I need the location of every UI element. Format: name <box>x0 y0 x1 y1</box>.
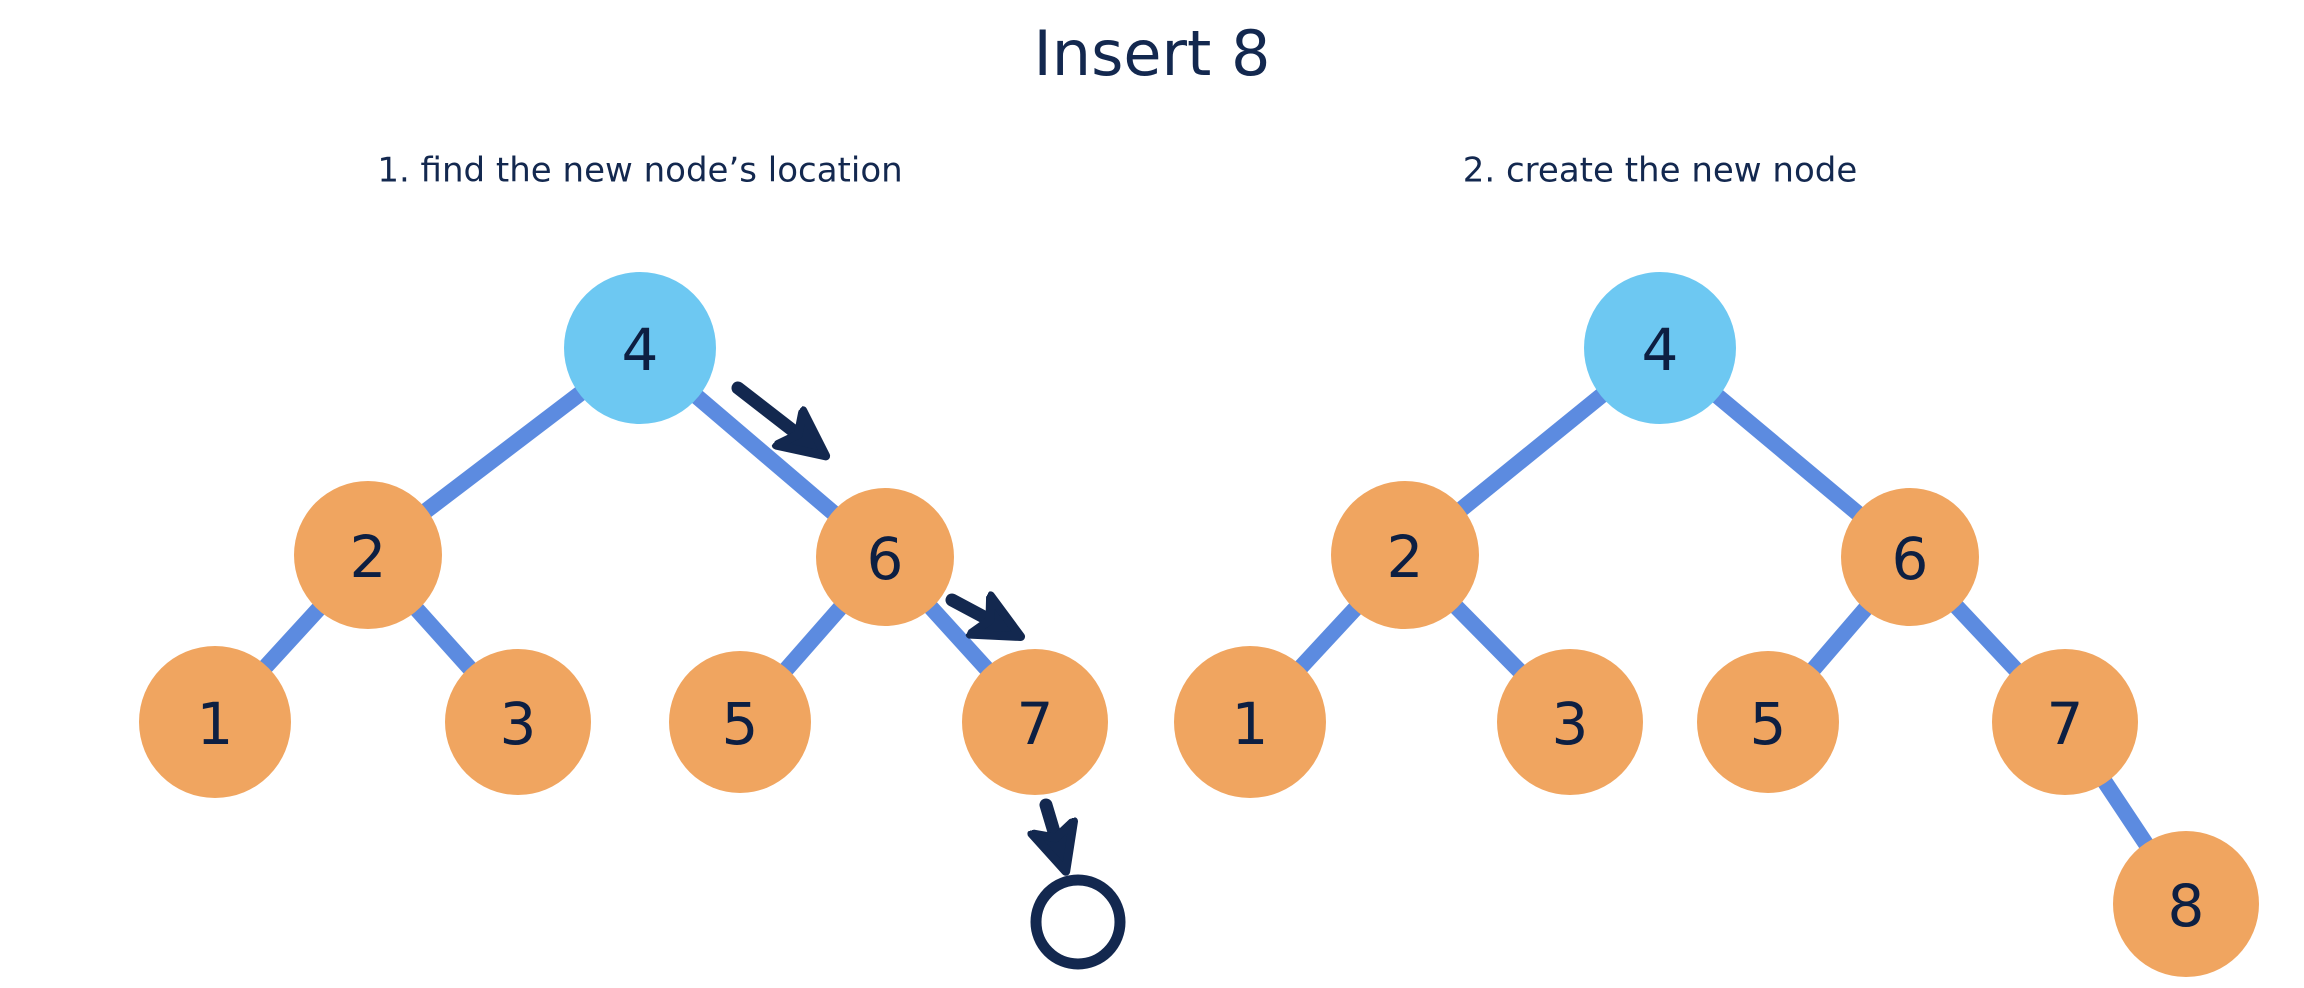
node-label: 8 <box>2168 872 2205 940</box>
node-circle <box>2113 831 2259 977</box>
node-label: 6 <box>867 525 904 593</box>
node-label: 6 <box>1892 525 1929 593</box>
node-label: 4 <box>1642 316 1679 384</box>
node-label: 3 <box>1552 690 1589 758</box>
node-label: 7 <box>1017 690 1054 758</box>
edges-layer <box>209 341 2193 909</box>
node-circle <box>962 649 1108 795</box>
node-circle <box>816 488 954 626</box>
node-label: 7 <box>2047 690 2084 758</box>
node-label: 4 <box>622 316 659 384</box>
node-circle <box>1841 488 1979 626</box>
tree-node-4: 4 <box>1584 272 1736 424</box>
node-circle <box>294 481 442 629</box>
node-label: 5 <box>722 690 759 758</box>
captions-layer: 1. find the new node’s location 2. create… <box>377 151 1857 191</box>
node-label: 5 <box>1750 690 1787 758</box>
page-title: Insert 8 <box>1034 17 1271 90</box>
arrow-root-to-right-icon <box>731 381 818 450</box>
node-circle <box>1497 649 1643 795</box>
tree-node-6: 6 <box>816 488 954 626</box>
node-circle <box>564 272 716 424</box>
tree-node-6: 6 <box>1841 488 1979 626</box>
tree-node-7: 7 <box>962 649 1108 795</box>
node-circle <box>1331 481 1479 629</box>
tree-node-2: 2 <box>294 481 442 629</box>
tree-node-5: 5 <box>669 651 811 793</box>
arrows-layer <box>731 381 1063 862</box>
tree-node-1: 1 <box>139 646 291 798</box>
tree-node-3: 3 <box>445 649 591 795</box>
tree-node-4: 4 <box>564 272 716 424</box>
node-circle <box>139 646 291 798</box>
panel-caption-panel-1: 1. find the new node’s location <box>377 151 902 191</box>
nodes-layer: 4 2 6 1 3 5 7 4 2 6 1 3 5 7 8 <box>139 272 2259 977</box>
node-circle <box>1697 651 1839 793</box>
node-circle <box>1992 649 2138 795</box>
node-label: 3 <box>500 690 537 758</box>
tree-node-5: 5 <box>1697 651 1839 793</box>
node-circle <box>1174 646 1326 798</box>
node-label: 1 <box>1232 690 1269 758</box>
node-circle <box>1584 272 1736 424</box>
tree-node-7: 7 <box>1992 649 2138 795</box>
node-label: 1 <box>197 690 234 758</box>
arrow-six-to-right-icon <box>945 600 1012 632</box>
node-circle <box>669 651 811 793</box>
tree-node-2: 2 <box>1331 481 1479 629</box>
tree-node-1: 1 <box>1174 646 1326 798</box>
tree-node-8: 8 <box>2113 831 2259 977</box>
empty-node-slot <box>1030 874 1126 970</box>
panel-caption-panel-2: 2. create the new node <box>1463 151 1858 191</box>
node-circle <box>445 649 591 795</box>
node-label: 2 <box>1387 523 1424 591</box>
arrow-to-placeholder-icon <box>1046 798 1063 862</box>
node-label: 2 <box>350 523 387 591</box>
tree-node-3: 3 <box>1497 649 1643 795</box>
